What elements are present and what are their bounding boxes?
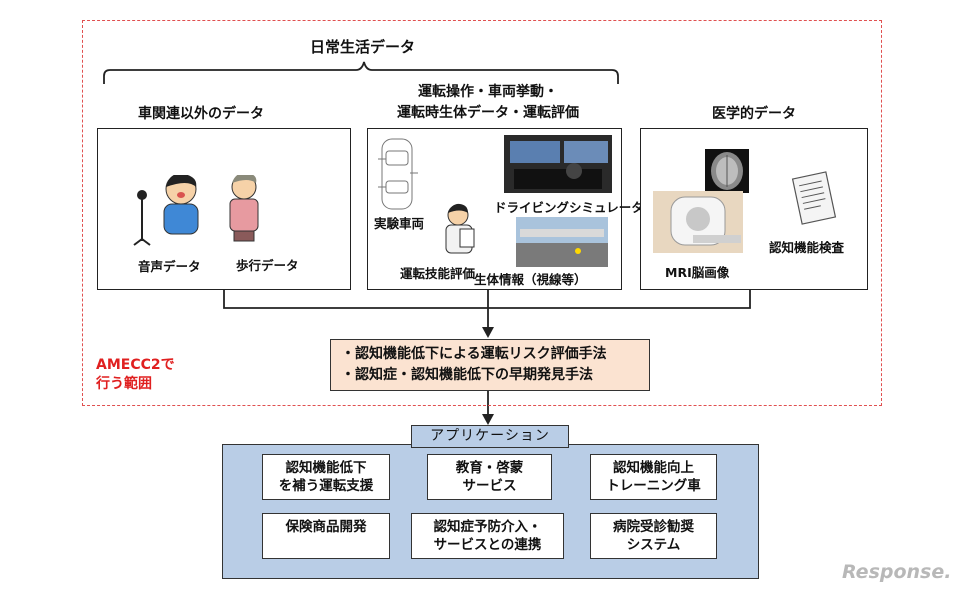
test-vehicle-diagram <box>378 138 418 210</box>
app-line: 認知機能低下 <box>285 460 367 476</box>
methods-box: ・認知機能低下による運転リスク評価手法 ・認知症・認知機能低下の早期発見手法 <box>330 339 650 391</box>
biometric-info-label: 生体情報（視線等） <box>474 272 587 287</box>
app-driving-support: 認知機能低下 を補う運転支援 <box>262 454 390 500</box>
daily-data-label: 日常生活データ <box>310 38 416 56</box>
voice-data-label: 音声データ <box>138 259 201 274</box>
medical-data-box: MRI脳画像 認知機能検査 <box>640 128 868 290</box>
amecc2-scope-label: AMECC2で 行う範囲 <box>96 356 175 394</box>
app-line: を補う運転支援 <box>278 478 374 494</box>
arrow-to-methods <box>482 327 494 338</box>
app-training-vehicle: 認知機能向上 トレーニング車 <box>590 454 717 500</box>
app-insurance-product: 保険商品開発 <box>262 513 390 559</box>
app-line: サービス <box>462 478 517 494</box>
driving-data-box: 実験車両 ドライビングシミュレータ 運転技能評価 生体情報（視線等） <box>367 128 644 290</box>
voice-data-illustration <box>133 175 259 246</box>
biometric-road-photo <box>516 217 608 267</box>
app-line: システム <box>626 537 681 553</box>
app-line: サービスとの連携 <box>433 537 542 553</box>
method-risk-evaluation: ・認知機能低下による運転リスク評価手法 <box>341 346 607 362</box>
app-education-service: 教育・啓蒙 サービス <box>427 454 552 500</box>
arrow-to-apps <box>482 414 494 425</box>
method-early-detection: ・認知症・認知機能低下の早期発見手法 <box>341 367 593 383</box>
right-column-title: 医学的データ <box>712 106 796 122</box>
app-line: 教育・啓蒙 <box>455 460 524 476</box>
scope-label-line-2: 行う範囲 <box>96 376 152 392</box>
driving-simulator-label: ドライビングシミュレータ <box>494 200 644 215</box>
app-line: 認知症予防介入・ <box>433 519 542 535</box>
walking-data-label: 歩行データ <box>236 258 299 273</box>
driving-simulator-photo <box>504 135 612 193</box>
driving-skill-evaluator-illustration <box>445 203 475 254</box>
app-line: 認知機能向上 <box>613 460 694 476</box>
test-vehicle-label: 実験車両 <box>374 216 425 231</box>
mri-brain-image-label: MRI脳画像 <box>665 265 730 280</box>
cognitive-test-sheet-icon <box>791 171 837 225</box>
mri-machine-photo <box>653 191 743 253</box>
amecc2-scope-frame <box>82 20 882 406</box>
non-vehicle-data-box: 音声データ 歩行データ <box>97 128 351 290</box>
left-column-title: 車関連以外のデータ <box>138 106 264 122</box>
merge-line <box>223 290 751 309</box>
response-watermark: Response. <box>842 561 952 583</box>
daily-data-brace <box>103 61 619 84</box>
app-line: 保険商品開発 <box>285 519 367 535</box>
middle-column-title: 運転操作・車両挙動・ 運転時生体データ・運転評価 <box>366 82 610 124</box>
cognitive-test-label: 認知機能検査 <box>769 240 845 255</box>
applications-title: アプリケーション <box>411 425 569 448</box>
brain-scan-image <box>705 149 749 193</box>
app-hospital-referral: 病院受診勧奨 システム <box>590 513 717 559</box>
app-line: トレーニング車 <box>606 478 701 494</box>
middle-title-line-2: 運転時生体データ・運転評価 <box>397 105 579 121</box>
middle-title-line-1: 運転操作・車両挙動・ <box>418 84 558 100</box>
driving-skill-evaluation-label: 運転技能評価 <box>400 266 476 281</box>
scope-label-line-1: AMECC2で <box>96 357 175 373</box>
app-dementia-prevention: 認知症予防介入・ サービスとの連携 <box>411 513 564 559</box>
app-line: 病院受診勧奨 <box>613 519 694 535</box>
